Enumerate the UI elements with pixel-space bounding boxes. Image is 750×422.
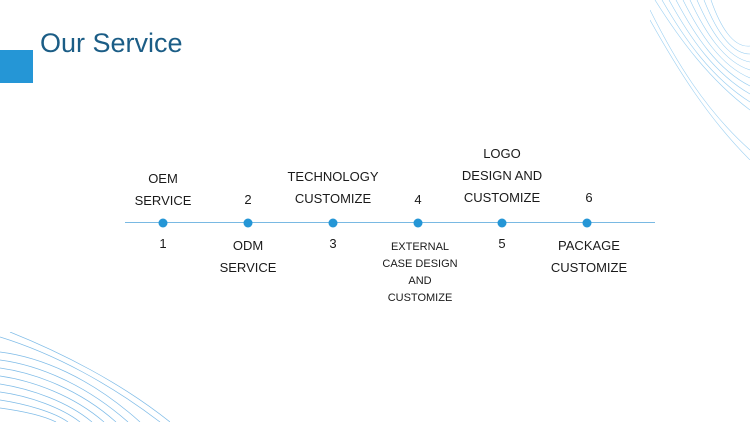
decorative-waves-top-right (650, 0, 750, 160)
step-4-label-line-1: EXTERNAL (390, 241, 450, 253)
step-4-number: 4 (414, 192, 422, 207)
step-5-number: 5 (498, 236, 506, 251)
timeline-dot-4 (413, 218, 423, 227)
step-4-label-line-3: AND (408, 275, 432, 287)
step-4-label: EXTERNAL CASE DESIGN AND CUSTOMIZE (382, 239, 457, 307)
title-accent-square (0, 50, 33, 83)
step-3-label-line-2: CUSTOMIZE (294, 191, 372, 206)
step-5-label-line-2: DESIGN AND (461, 168, 543, 183)
timeline-dot-2 (243, 218, 253, 227)
slide-title: Our Service (40, 28, 183, 58)
timeline-dot-3 (328, 218, 338, 227)
step-2-label-line-2: SERVICE (219, 260, 277, 275)
step-6-label-line-2: CUSTOMIZE (550, 260, 628, 275)
step-6-label-line-1: PACKAGE (558, 238, 620, 253)
step-5-label-line-3: CUSTOMIZE (463, 190, 541, 205)
step-5-label-line-1: LOGO (483, 146, 521, 161)
step-2-number: 2 (244, 192, 252, 207)
step-2-label: ODM SERVICE (220, 235, 277, 279)
step-3-number: 3 (329, 236, 337, 251)
step-1-label: OEM SERVICE (135, 168, 192, 212)
decorative-waves-bottom-left (0, 332, 170, 422)
step-1-label-line-2: SERVICE (134, 193, 192, 208)
step-1-number: 1 (159, 236, 167, 251)
step-2-label-line-1: ODM (232, 238, 264, 253)
step-6-number: 6 (585, 190, 593, 205)
step-4-label-line-4: CUSTOMIZE (387, 292, 453, 304)
step-3-label-line-1: TECHNOLOGY (287, 169, 379, 184)
step-4-label-line-2: CASE DESIGN (382, 258, 458, 270)
timeline-dot-6 (582, 218, 592, 227)
step-3-label: TECHNOLOGY CUSTOMIZE (287, 166, 378, 210)
step-6-label: PACKAGE CUSTOMIZE (551, 235, 627, 279)
timeline-dot-5 (497, 218, 507, 227)
timeline-line (125, 222, 655, 223)
timeline-dot-1 (158, 218, 168, 227)
step-1-label-line-1: OEM (148, 171, 178, 186)
step-5-label: LOGO DESIGN AND CUSTOMIZE (462, 143, 542, 209)
